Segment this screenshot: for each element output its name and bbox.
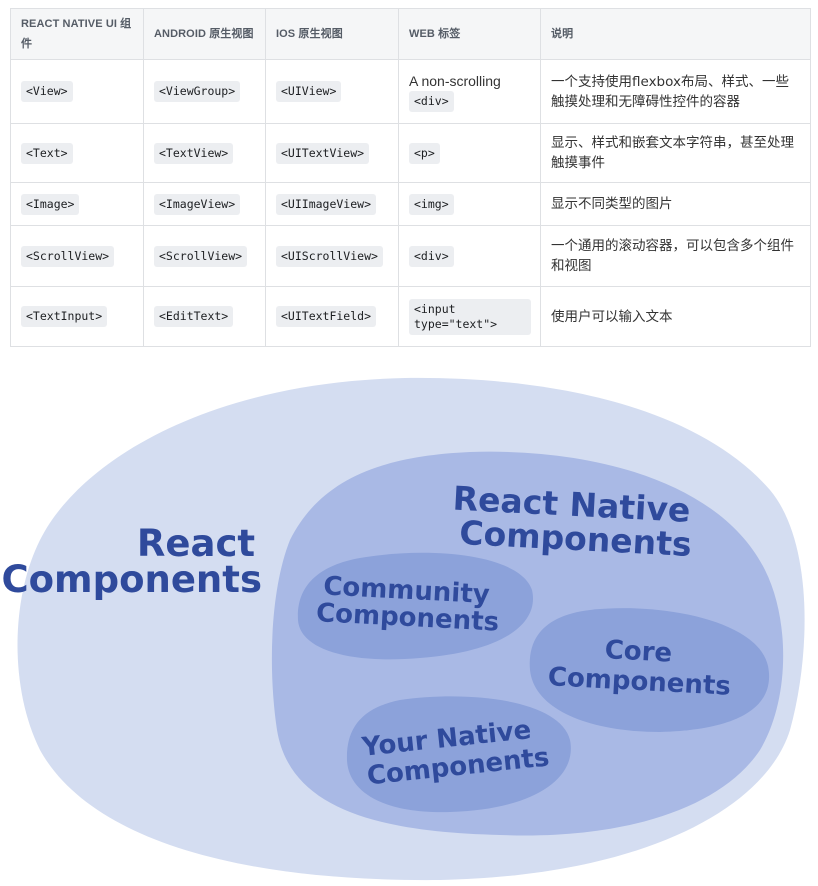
react-components-line-1: React xyxy=(137,522,255,565)
community-components-blob xyxy=(297,552,534,660)
code-android: <ScrollView> xyxy=(154,245,248,267)
table-row: <Image> <ImageView> <UIImageView> <img> … xyxy=(10,182,811,226)
cell-rn: <TextInput> xyxy=(10,286,144,347)
core-components-blob xyxy=(529,608,770,732)
code-rn: <View> xyxy=(21,81,73,102)
cell-ios: <UITextField> xyxy=(265,286,399,347)
code-ios: <UIScrollView> xyxy=(276,245,383,267)
cell-desc: 一个支持使用flexbox布局、样式、一些触摸处理和无障碍性控件的容器 xyxy=(540,59,811,124)
code-ios: <UITextView> xyxy=(276,142,370,164)
cell-ios: <UIScrollView> xyxy=(265,225,399,287)
code-ios: <UIImageView> xyxy=(276,193,377,215)
cell-rn: <ScrollView> xyxy=(10,225,144,287)
cell-android: <ScrollView> xyxy=(143,225,266,287)
components-venn-svg: React Components React Native Components… xyxy=(1,377,805,881)
header-android-view: ANDROID 原生视图 xyxy=(143,8,266,60)
code-android: <EditText> xyxy=(154,306,234,327)
code-web: <img> xyxy=(409,193,454,215)
community-components-label-group: Community Components xyxy=(315,571,501,638)
cell-desc: 使用户可以输入文本 xyxy=(540,286,811,347)
code-rn: <ScrollView> xyxy=(21,245,115,267)
your-native-components-blob xyxy=(346,696,571,813)
desc-text: 一个通用的滚动容器，可以包含多个组件和视图 xyxy=(551,238,794,274)
cell-android: <TextView> xyxy=(143,123,266,183)
desc-text: 一个支持使用flexbox布局、样式、一些触摸处理和无障碍性控件的容器 xyxy=(551,73,789,110)
cell-android: <ImageView> xyxy=(143,182,266,226)
components-table: REACT NATIVE UI 组件 ANDROID 原生视图 IOS 原生视图… xyxy=(10,8,811,347)
code-rn: <TextInput> xyxy=(21,306,108,327)
cell-ios: <UIImageView> xyxy=(265,182,399,226)
cell-ios: <UIView> xyxy=(265,59,399,124)
cell-desc: 显示不同类型的图片 xyxy=(540,182,811,226)
cell-android: <ViewGroup> xyxy=(143,59,266,124)
cell-ios: <UITextView> xyxy=(265,123,399,183)
code-ios: <UITextField> xyxy=(276,306,377,327)
code-web: <input type="text"> xyxy=(409,298,531,335)
desc-text: 显示、样式和嵌套文本字符串，甚至处理触摸事件 xyxy=(551,135,794,171)
header-ios-view: IOS 原生视图 xyxy=(265,8,399,60)
table-row: <ScrollView> <ScrollView> <UIScrollView>… xyxy=(10,225,811,287)
table-header-row: REACT NATIVE UI 组件 ANDROID 原生视图 IOS 原生视图… xyxy=(10,8,811,60)
community-components-label: Community Components xyxy=(315,571,501,638)
table-row: <Text> <TextView> <UITextView> <p> 显示、样式… xyxy=(10,123,811,183)
code-web: <div> xyxy=(409,91,454,112)
table-row: <TextInput> <EditText> <UITextField> <in… xyxy=(10,286,811,347)
cell-rn: <Image> xyxy=(10,182,144,226)
code-android: <ViewGroup> xyxy=(154,81,241,102)
cell-android: <EditText> xyxy=(143,286,266,347)
cell-rn: <View> xyxy=(10,59,144,124)
components-diagram: React Components React Native Components… xyxy=(0,370,818,886)
table-row: <View> <ViewGroup> <UIView> A non-scroll… xyxy=(10,59,811,124)
code-rn: <Text> xyxy=(21,142,73,164)
header-web-tag: WEB 标签 xyxy=(398,8,541,60)
cell-web: <div> xyxy=(398,225,541,287)
header-react-native-ui: REACT NATIVE UI 组件 xyxy=(10,8,144,60)
code-rn: <Image> xyxy=(21,193,80,215)
react-components-line-2: Components xyxy=(1,558,262,601)
desc-text: 显示不同类型的图片 xyxy=(551,196,673,212)
react-native-components-label: React Native Components xyxy=(450,479,703,565)
code-ios: <UIView> xyxy=(276,81,342,102)
code-web: <p> xyxy=(409,142,440,164)
react-components-label: React Components xyxy=(1,522,268,601)
cell-web: <input type="text"> xyxy=(398,286,541,347)
desc-text: 使用户可以输入文本 xyxy=(551,308,673,325)
header-description: 说明 xyxy=(540,8,811,60)
cell-web: <p> xyxy=(398,123,541,183)
code-android: <ImageView> xyxy=(154,193,241,215)
cell-rn: <Text> xyxy=(10,123,144,183)
cell-desc: 显示、样式和嵌套文本字符串，甚至处理触摸事件 xyxy=(540,123,811,183)
core-components-line-1: Core xyxy=(604,635,673,668)
code-android: <TextView> xyxy=(154,142,234,164)
react-native-components-label-group: React Native Components xyxy=(450,479,703,565)
cell-web: A non-scrolling <div> xyxy=(398,59,541,124)
web-note: A non-scrolling xyxy=(409,73,501,89)
code-web: <div> xyxy=(409,245,454,267)
cell-desc: 一个通用的滚动容器，可以包含多个组件和视图 xyxy=(540,225,811,287)
cell-web: <img> xyxy=(398,182,541,226)
